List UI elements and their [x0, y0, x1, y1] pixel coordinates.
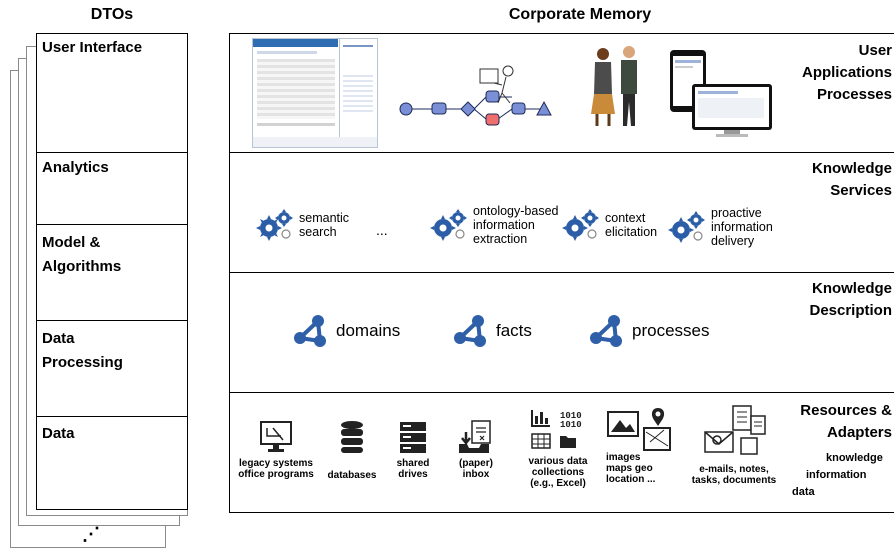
service-label: ontology-based information extraction: [473, 204, 559, 246]
desc-processes: processes: [590, 314, 709, 348]
svg-text:1010: 1010: [560, 420, 582, 430]
dto-level-analytics: Analytics: [42, 159, 109, 176]
resource-label: legacy systems office programs: [238, 458, 314, 480]
monitor-icon: [260, 421, 292, 452]
inbox-icon: [459, 420, 491, 453]
graph-node-icon: [590, 315, 622, 347]
resource-label: shared drives: [396, 458, 430, 480]
svg-text:1010: 1010: [560, 411, 582, 421]
resource-databases: databases: [322, 420, 382, 481]
images-map-icon: [607, 408, 671, 451]
dto-separator: [36, 320, 188, 321]
resource-label: e-mails, notes, tasks, documents: [691, 464, 777, 486]
services-ellipsis: ...: [376, 222, 388, 238]
service-label: proactive information delivery: [711, 206, 773, 248]
resource-images-maps: images maps geo location ...: [606, 406, 676, 485]
desc-domains: domains: [294, 314, 400, 348]
desc-label: facts: [496, 321, 532, 340]
process-diagram-image: [399, 65, 552, 126]
resource-inbox: (paper) inbox: [448, 420, 504, 480]
resource-label: databases: [327, 470, 377, 481]
dto-separator: [36, 224, 188, 225]
documents-icon: [704, 405, 766, 455]
layer-title-knowledge-description: Knowledge Description: [809, 280, 892, 319]
database-icon: [341, 421, 363, 453]
resource-label: (paper) inbox: [459, 458, 493, 480]
knowledge-label: knowledge: [826, 452, 883, 464]
information-label: information: [806, 469, 867, 481]
devices-image: [670, 50, 772, 137]
dto-level-data: Data: [42, 425, 75, 442]
resource-label: various data collections (e.g., Excel): [528, 456, 588, 489]
service-label: semantic search: [299, 211, 350, 239]
dtos-title: DTOs: [90, 6, 134, 23]
layer-resources-adapters: [229, 392, 894, 513]
layer-title-knowledge-services: Knowledge Services: [811, 160, 892, 199]
resource-shared-drives: shared drives: [390, 420, 436, 480]
dto-level-data-processing: Data Processing: [42, 330, 123, 371]
more-dots: ⋰: [82, 524, 100, 544]
desc-label: domains: [336, 321, 401, 340]
layer-knowledge-services: [229, 152, 894, 273]
gears-icon: [256, 209, 293, 241]
layer-title-resources-adapters: Resources & Adapters: [800, 402, 892, 441]
desc-facts: facts: [454, 314, 532, 348]
data-collections-icon: 1010 1010: [531, 410, 582, 449]
service-ontology-extraction: ontology-based information extraction: [430, 204, 569, 246]
resource-label: images maps geo location ...: [606, 452, 656, 485]
corporate-memory-title: Corporate Memory: [508, 6, 652, 23]
resource-data-collections: 1010 1010 various data collections (e.g.…: [520, 408, 596, 489]
app-screenshot-image: [252, 38, 378, 148]
gears-icon: [430, 209, 467, 241]
resource-legacy-systems: legacy systems office programs: [236, 420, 316, 480]
dto-level-model-algorithms: Model & Algorithms: [42, 234, 122, 275]
server-icon: [400, 422, 426, 453]
graph-node-icon: [294, 315, 326, 347]
dto-column: [36, 33, 188, 510]
data-label: data: [792, 486, 815, 498]
layer-title-user-applications: User Applications Processes: [801, 42, 892, 103]
service-proactive-delivery: proactive information delivery: [668, 206, 787, 248]
people-image: [591, 46, 637, 126]
gears-icon: [668, 211, 705, 243]
gears-icon: [562, 209, 599, 241]
dto-level-user-interface: User Interface: [42, 39, 143, 56]
dto-separator: [36, 416, 188, 417]
graph-node-icon: [454, 315, 486, 347]
service-context-elicitation: context elicitation: [562, 208, 665, 242]
resource-emails-notes: e-mails, notes, tasks, documents: [688, 404, 780, 486]
desc-label: processes: [632, 321, 710, 340]
service-semantic-search: semantic search: [256, 208, 359, 242]
dto-separator: [36, 152, 188, 153]
service-label: context elicitation: [605, 211, 658, 239]
